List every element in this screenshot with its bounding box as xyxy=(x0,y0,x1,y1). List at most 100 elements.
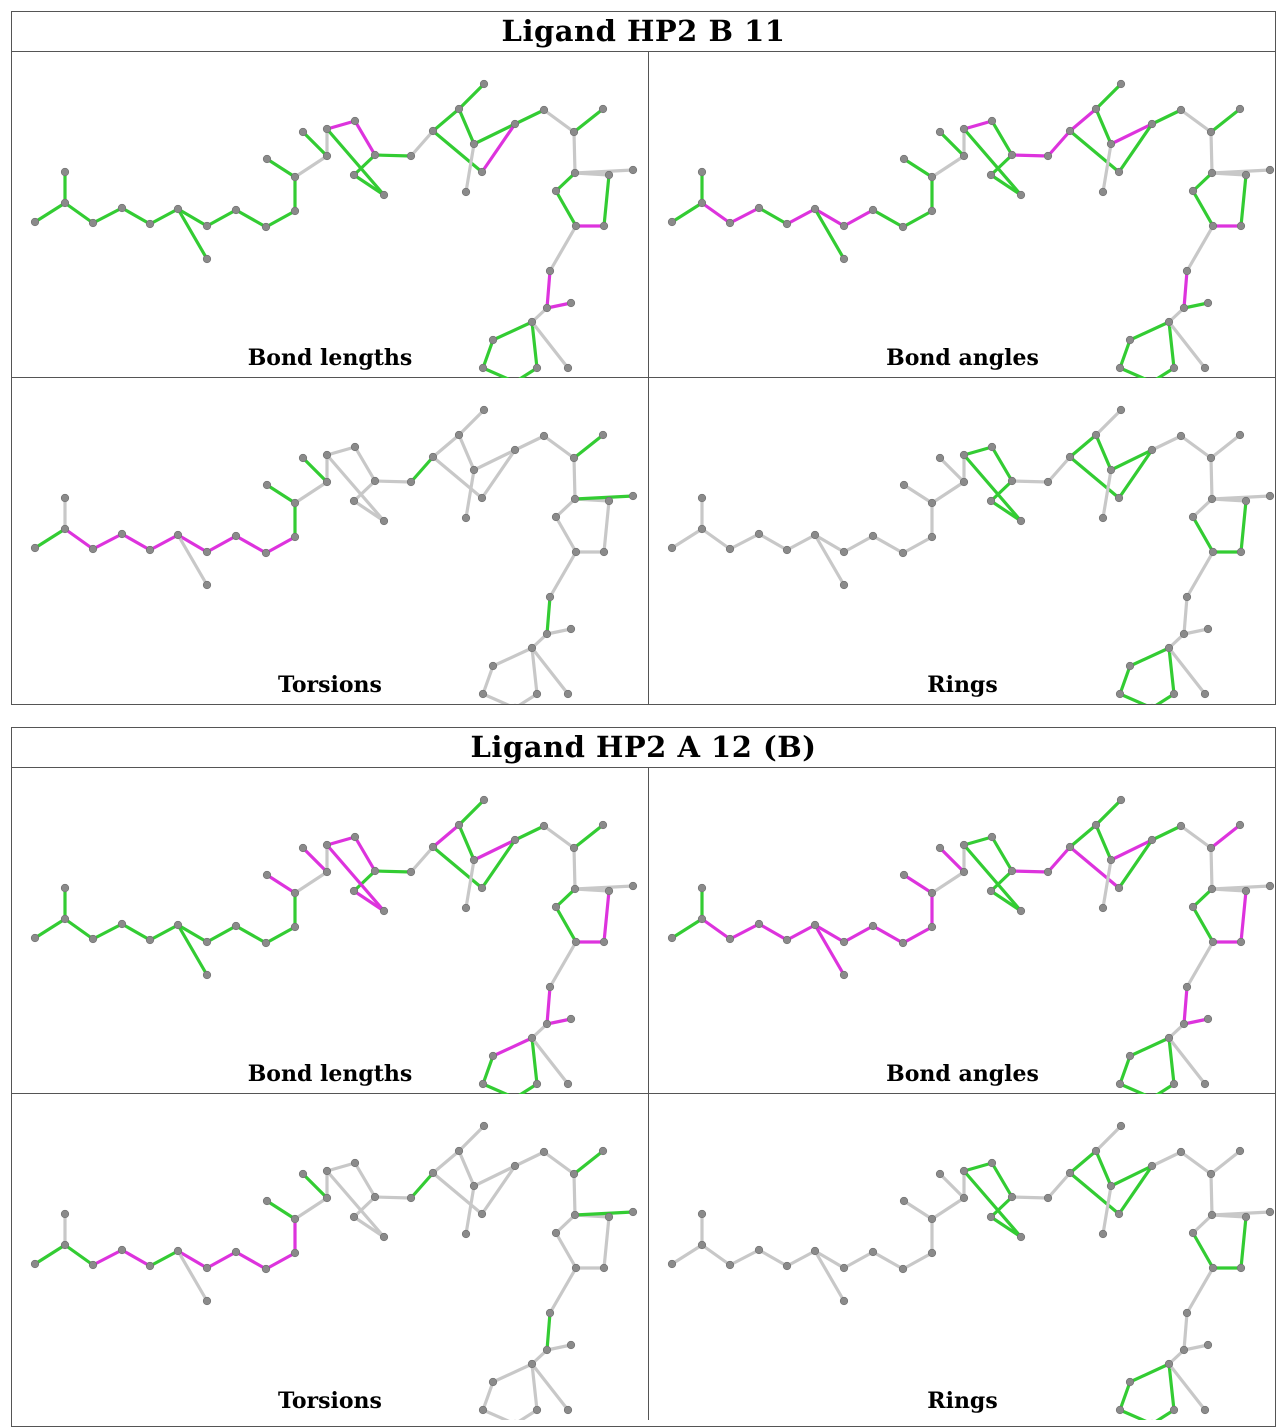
atom xyxy=(60,914,70,924)
atom xyxy=(479,795,489,805)
bond xyxy=(902,1199,934,1221)
bond xyxy=(457,433,476,472)
bond xyxy=(325,843,386,913)
atom xyxy=(117,203,127,213)
bond xyxy=(33,917,67,940)
atom xyxy=(1236,1263,1246,1273)
atom xyxy=(406,867,416,877)
bond xyxy=(572,456,577,501)
bond xyxy=(602,499,611,554)
atom xyxy=(1241,496,1251,506)
atom xyxy=(1147,1161,1157,1171)
atom xyxy=(539,821,549,831)
atom xyxy=(754,203,764,213)
bond xyxy=(962,127,1023,197)
atom xyxy=(986,496,996,506)
bond xyxy=(572,1149,605,1176)
bond xyxy=(205,534,238,554)
bond xyxy=(545,1311,552,1352)
bond xyxy=(1167,320,1207,370)
atom xyxy=(231,205,241,215)
atom xyxy=(1115,689,1125,699)
bond xyxy=(148,533,180,552)
atom xyxy=(202,937,212,947)
bond xyxy=(373,479,413,484)
bond xyxy=(148,1249,180,1268)
bond xyxy=(457,1124,486,1153)
atom xyxy=(532,1079,542,1089)
bond xyxy=(301,846,329,874)
atom xyxy=(173,920,183,930)
atom xyxy=(987,442,997,452)
atom xyxy=(545,1308,555,1318)
panel-caption: Torsions xyxy=(278,672,382,698)
bond xyxy=(1191,887,1214,909)
atom xyxy=(1098,1229,1108,1239)
bond xyxy=(757,922,789,942)
atom xyxy=(899,1196,909,1206)
atom xyxy=(322,867,332,877)
atom xyxy=(927,922,937,932)
atom xyxy=(88,934,98,944)
atom xyxy=(551,512,561,522)
bond xyxy=(728,532,761,551)
bond xyxy=(176,1249,209,1270)
bond xyxy=(530,1036,570,1086)
atom xyxy=(30,933,40,943)
bond xyxy=(91,922,124,941)
bond xyxy=(91,1248,124,1267)
atom xyxy=(1176,1147,1186,1157)
bond xyxy=(871,1250,905,1271)
bond xyxy=(1209,823,1242,850)
atom xyxy=(959,477,969,487)
atom xyxy=(322,840,332,850)
atom xyxy=(1265,1207,1275,1217)
bond xyxy=(530,320,539,370)
atom xyxy=(202,580,212,590)
bond xyxy=(842,924,875,944)
atom xyxy=(349,1212,359,1222)
bond xyxy=(352,869,377,893)
bond xyxy=(1117,448,1154,500)
atom xyxy=(1235,820,1245,830)
atom xyxy=(539,105,549,115)
bond xyxy=(91,532,124,551)
atom xyxy=(145,935,155,945)
bond xyxy=(962,835,994,847)
bond xyxy=(785,207,817,226)
atom xyxy=(539,431,549,441)
bond xyxy=(352,479,377,503)
bond xyxy=(457,82,486,111)
bond xyxy=(1239,499,1248,554)
bond xyxy=(554,887,577,909)
atom xyxy=(1125,1377,1135,1387)
atom xyxy=(290,172,300,182)
atom xyxy=(1235,104,1245,114)
atom xyxy=(1098,513,1108,523)
atom xyxy=(570,168,580,178)
bond xyxy=(1185,940,1215,989)
bond xyxy=(813,533,846,587)
atom xyxy=(986,170,996,180)
bond xyxy=(120,206,152,226)
atom xyxy=(298,843,308,853)
bond xyxy=(1191,171,1214,193)
bond xyxy=(457,1149,476,1188)
bond xyxy=(554,497,577,519)
bond xyxy=(548,224,578,273)
atom xyxy=(469,855,479,865)
atom xyxy=(60,198,70,208)
bond xyxy=(1046,455,1072,484)
bond xyxy=(352,153,377,177)
ligand-title: Ligand HP2 A 12 (B) xyxy=(12,728,1275,768)
bond xyxy=(1209,1172,1214,1217)
bond xyxy=(813,533,846,554)
atom xyxy=(1265,881,1275,891)
bond xyxy=(264,925,297,945)
bond xyxy=(554,515,578,554)
atom xyxy=(754,529,764,539)
bond xyxy=(1118,664,1132,696)
atom xyxy=(1043,477,1053,487)
bond xyxy=(352,1215,386,1239)
atom xyxy=(322,450,332,460)
